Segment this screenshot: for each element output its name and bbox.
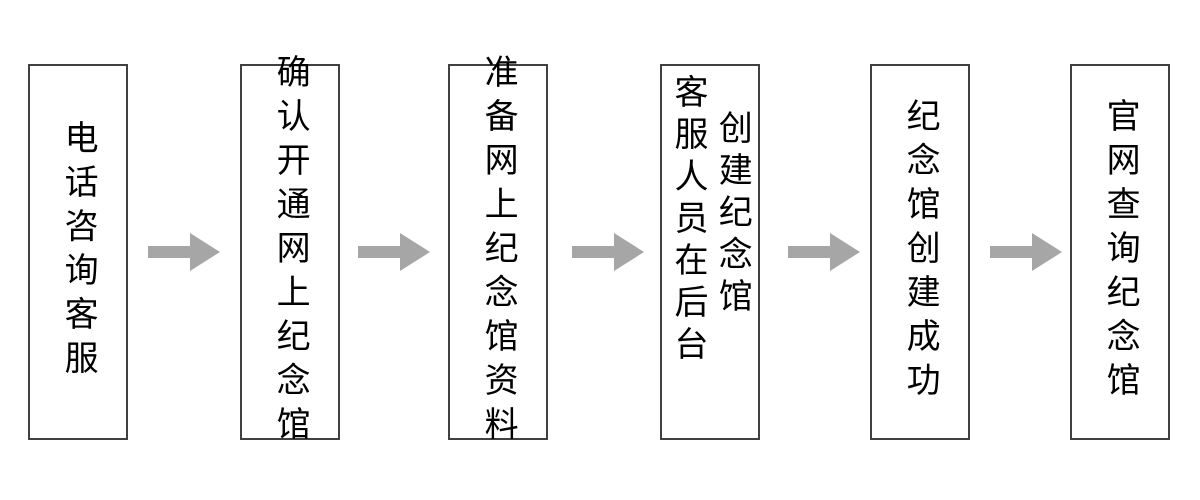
arrow-right-icon-1 [148,233,220,271]
process-node-memorial-hall-created-successfully[interactable]: 纪念馆创建成功 [870,64,970,440]
node-label: 电话咨询客服 [58,120,99,384]
process-node-phone-consult-customer-service[interactable]: 电话咨询客服 [28,64,128,440]
node-label: 纪念馆创建成功 [900,98,941,406]
process-node-prepare-online-memorial-hall-materials[interactable]: 准备网上纪念馆资料 [448,54,548,450]
process-node-query-memorial-hall-on-official-site[interactable]: 官网查询纪念馆 [1070,64,1170,440]
node-label-column-secondary: 客服人员在后台 [668,74,708,368]
process-node-staff-creates-memorial-hall-in-backend[interactable]: 创建纪念馆 客服人员在后台 [660,64,760,440]
node-label: 确认开通网上纪念馆 [270,54,311,450]
arrow-right-icon-5 [990,233,1062,271]
arrow-right-icon-3 [572,233,644,271]
arrow-right-icon-2 [358,233,430,271]
process-node-confirm-open-online-memorial-hall[interactable]: 确认开通网上纪念馆 [240,54,340,450]
node-label-column-primary: 创建纪念馆 [712,110,753,320]
node-label: 官网查询纪念馆 [1100,98,1141,406]
arrow-right-icon-4 [788,233,860,271]
node-label: 准备网上纪念馆资料 [478,54,519,450]
